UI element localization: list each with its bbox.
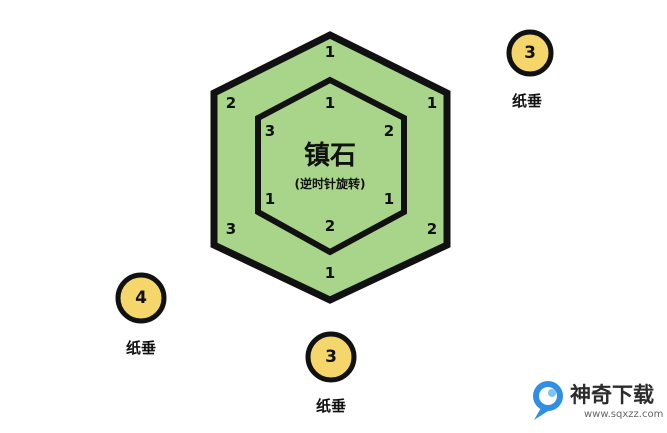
paper-weight-bottom: 3 纸垂 bbox=[305, 331, 357, 415]
outer-edge-lower-right-number: 2 bbox=[427, 220, 437, 238]
paper-weight-token bbox=[305, 331, 357, 383]
paper-weight-left: 4 纸垂 bbox=[115, 272, 167, 357]
paper-weight-top-right: 3 纸垂 bbox=[506, 29, 554, 110]
inner-edge-lower-left-number: 1 bbox=[265, 190, 275, 208]
paper-weight-label: 纸垂 bbox=[512, 92, 542, 110]
outer-edge-upper-left-number: 2 bbox=[226, 94, 236, 112]
paper-weight-number: 3 bbox=[524, 43, 536, 63]
inner-hexagon bbox=[255, 76, 407, 256]
center-subtitle: (逆时针旋转) bbox=[295, 176, 366, 191]
outer-edge-top-number: 1 bbox=[325, 43, 335, 61]
inner-edge-bottom-number: 2 bbox=[325, 217, 335, 235]
paper-weight-number: 4 bbox=[135, 288, 147, 308]
inner-edge-top-number: 1 bbox=[325, 94, 335, 112]
paper-weight-token bbox=[506, 29, 554, 77]
center-title: 镇石 bbox=[304, 141, 356, 171]
outer-edge-upper-right-number: 1 bbox=[427, 94, 437, 112]
watermark-url: www.sqxzz.com bbox=[584, 409, 663, 420]
watermark: 神奇下载 www.sqxzz.com bbox=[533, 381, 663, 420]
paper-weight-label: 纸垂 bbox=[316, 397, 346, 415]
inner-edge-upper-right-number: 2 bbox=[384, 122, 394, 140]
paper-weight-label: 纸垂 bbox=[126, 339, 156, 357]
paper-weight-number: 3 bbox=[325, 347, 337, 367]
outer-edge-lower-left-number: 3 bbox=[226, 220, 236, 238]
inner-edge-upper-left-number: 3 bbox=[265, 122, 275, 140]
watermark-brand: 神奇下载 bbox=[570, 383, 654, 407]
watermark-logo-icon bbox=[533, 381, 563, 420]
outer-edge-bottom-number: 1 bbox=[325, 264, 335, 282]
inner-edge-lower-right-number: 1 bbox=[384, 190, 394, 208]
paper-weight-token bbox=[115, 272, 167, 324]
